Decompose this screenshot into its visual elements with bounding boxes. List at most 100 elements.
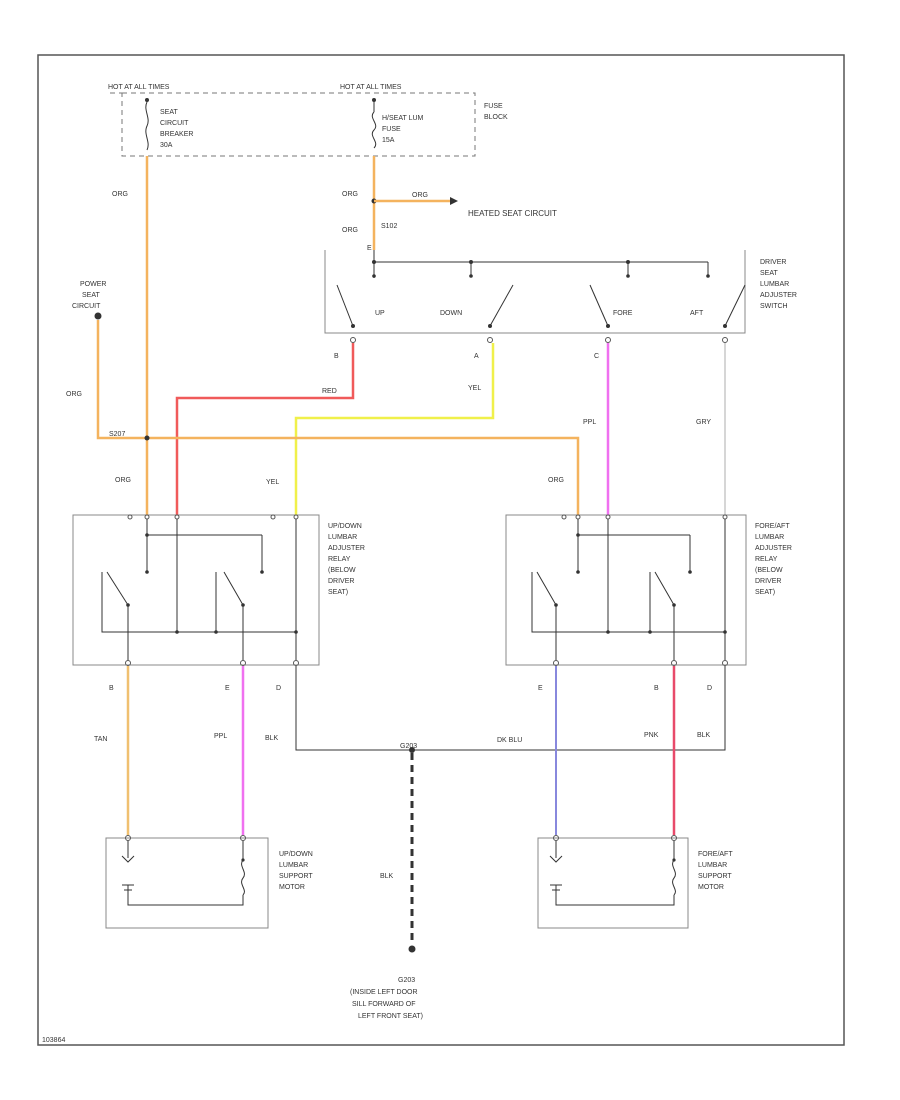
label-org-2: ORG xyxy=(342,191,358,198)
power-seat-circuit-connector xyxy=(94,312,102,320)
relay-left-name-6: DRIVER xyxy=(328,578,354,585)
relay-right-pin-b: B xyxy=(654,685,659,692)
splice-s207 xyxy=(144,435,150,441)
relay-left-name-2: LUMBAR xyxy=(328,534,357,541)
label-yel-2: YEL xyxy=(266,479,279,486)
label-blk-1: BLK xyxy=(265,735,279,742)
breaker-label-1: SEAT xyxy=(160,109,178,116)
relay-right-name-4: RELAY xyxy=(755,556,778,563)
motor-left-name-4: MOTOR xyxy=(279,884,305,891)
breaker-label-2: CIRCUIT xyxy=(160,120,189,127)
breaker-label-4: 30A xyxy=(160,142,173,149)
switch-name-5: SWITCH xyxy=(760,303,788,310)
relay-right-name-2: LUMBAR xyxy=(755,534,784,541)
ground-label-2: (INSIDE LEFT DOOR xyxy=(350,989,418,996)
relay-left-name-7: SEAT) xyxy=(328,589,348,596)
fuse-block-label-2: BLOCK xyxy=(484,114,508,121)
wire-red xyxy=(175,343,355,515)
relay-right-name-7: SEAT) xyxy=(755,589,775,596)
seat-circuit-breaker: SEAT CIRCUIT BREAKER 30A xyxy=(145,98,193,151)
label-yel-1: YEL xyxy=(468,385,481,392)
label-org-5: ORG xyxy=(115,477,131,484)
fuse-label-1: H/SEAT LUM xyxy=(382,115,424,122)
ground-point xyxy=(408,945,416,953)
heated-seat-arrow-icon xyxy=(450,197,458,205)
label-ppl-1: PPL xyxy=(583,419,596,426)
power-seat-label-3: CIRCUIT xyxy=(72,303,101,310)
switch-fore-label: FORE xyxy=(613,310,633,317)
relay-right xyxy=(505,514,747,666)
label-org-3: ORG xyxy=(342,227,358,234)
lumbar-fuse: H/SEAT LUM FUSE 15A xyxy=(371,98,424,149)
relay-left xyxy=(72,514,320,666)
relay-right-pin-e: E xyxy=(538,685,543,692)
relay-left-pin-e: E xyxy=(225,685,230,692)
motor-right-name-4: MOTOR xyxy=(698,884,724,891)
heated-seat-circuit-label: HEATED SEAT CIRCUIT xyxy=(468,209,557,218)
fuse-label-2: FUSE xyxy=(382,126,401,133)
label-gry: GRY xyxy=(696,419,711,426)
wire-org-power-seat xyxy=(96,320,580,515)
relay-right-name-6: DRIVER xyxy=(755,578,781,585)
label-dk-blu: DK BLU xyxy=(497,737,522,744)
splice-g203-label: G203 xyxy=(400,743,417,750)
label-tan: TAN xyxy=(94,736,107,743)
motor-right-name-1: FORE/AFT xyxy=(698,851,733,858)
switch-up-label: UP xyxy=(375,310,385,317)
label-red: RED xyxy=(322,388,337,395)
switch-name-1: DRIVER xyxy=(760,259,786,266)
ground-label-3: SILL FORWARD OF xyxy=(352,1001,416,1008)
wire-yel xyxy=(294,343,495,515)
fuse-label-3: 15A xyxy=(382,137,395,144)
switch-pin-a xyxy=(487,337,493,343)
motor-left-name-1: UP/DOWN xyxy=(279,851,313,858)
switch-name-4: ADJUSTER xyxy=(760,292,797,299)
switch-down-label: DOWN xyxy=(440,310,462,317)
switch-name-2: SEAT xyxy=(760,270,778,277)
switch-aft-label: AFT xyxy=(690,310,704,317)
relay-left-name-5: (BELOW xyxy=(328,567,356,574)
switch-pin-d xyxy=(722,337,728,343)
diagram-id: 103864 xyxy=(42,1037,65,1044)
switch-pin-a-label: A xyxy=(474,353,479,360)
label-blk-2: BLK xyxy=(697,732,711,739)
power-seat-label-1: POWER xyxy=(80,281,106,288)
ground-splice xyxy=(409,747,415,753)
ground-label-1: G203 xyxy=(398,977,415,984)
ground-label-4: LEFT FRONT SEAT) xyxy=(358,1013,423,1020)
splice-s207-label: S207 xyxy=(109,431,125,438)
lumbar-adjuster-switch: UP DOWN FORE AFT xyxy=(324,250,746,334)
label-org-1: ORG xyxy=(112,191,128,198)
motor-left xyxy=(105,835,269,929)
switch-pin-b xyxy=(350,337,356,343)
relay-left-pin-b: B xyxy=(109,685,114,692)
motor-right xyxy=(537,835,689,929)
label-pnk: PNK xyxy=(644,732,659,739)
motor-left-name-3: SUPPORT xyxy=(279,873,313,880)
fuse-block-label-1: FUSE xyxy=(484,103,503,110)
hot-at-all-times-right: HOT AT ALL TIMES xyxy=(340,84,402,91)
switch-pin-c-label: C xyxy=(594,353,599,360)
motor-left-name-2: LUMBAR xyxy=(279,862,308,869)
breaker-label-3: BREAKER xyxy=(160,131,193,138)
relay-left-name-4: RELAY xyxy=(328,556,351,563)
power-seat-label-2: SEAT xyxy=(82,292,100,299)
hot-at-all-times-left: HOT AT ALL TIMES xyxy=(108,84,170,91)
label-blk-3: BLK xyxy=(380,873,394,880)
switch-pin-c xyxy=(605,337,611,343)
switch-pin-e: E xyxy=(367,245,372,252)
splice-s102-label: S102 xyxy=(381,223,397,230)
relay-left-pin-d: D xyxy=(276,685,281,692)
relay-left-name-1: UP/DOWN xyxy=(328,523,362,530)
diagram-frame xyxy=(37,54,845,1046)
label-org-heated: ORG xyxy=(412,192,428,199)
motor-right-name-2: LUMBAR xyxy=(698,862,727,869)
label-org-6: ORG xyxy=(548,477,564,484)
label-org-4: ORG xyxy=(66,391,82,398)
switch-name-3: LUMBAR xyxy=(760,281,789,288)
relay-right-name-1: FORE/AFT xyxy=(755,523,790,530)
relay-right-pin-d: D xyxy=(707,685,712,692)
motor-right-name-3: SUPPORT xyxy=(698,873,732,880)
relay-right-name-5: (BELOW xyxy=(755,567,783,574)
